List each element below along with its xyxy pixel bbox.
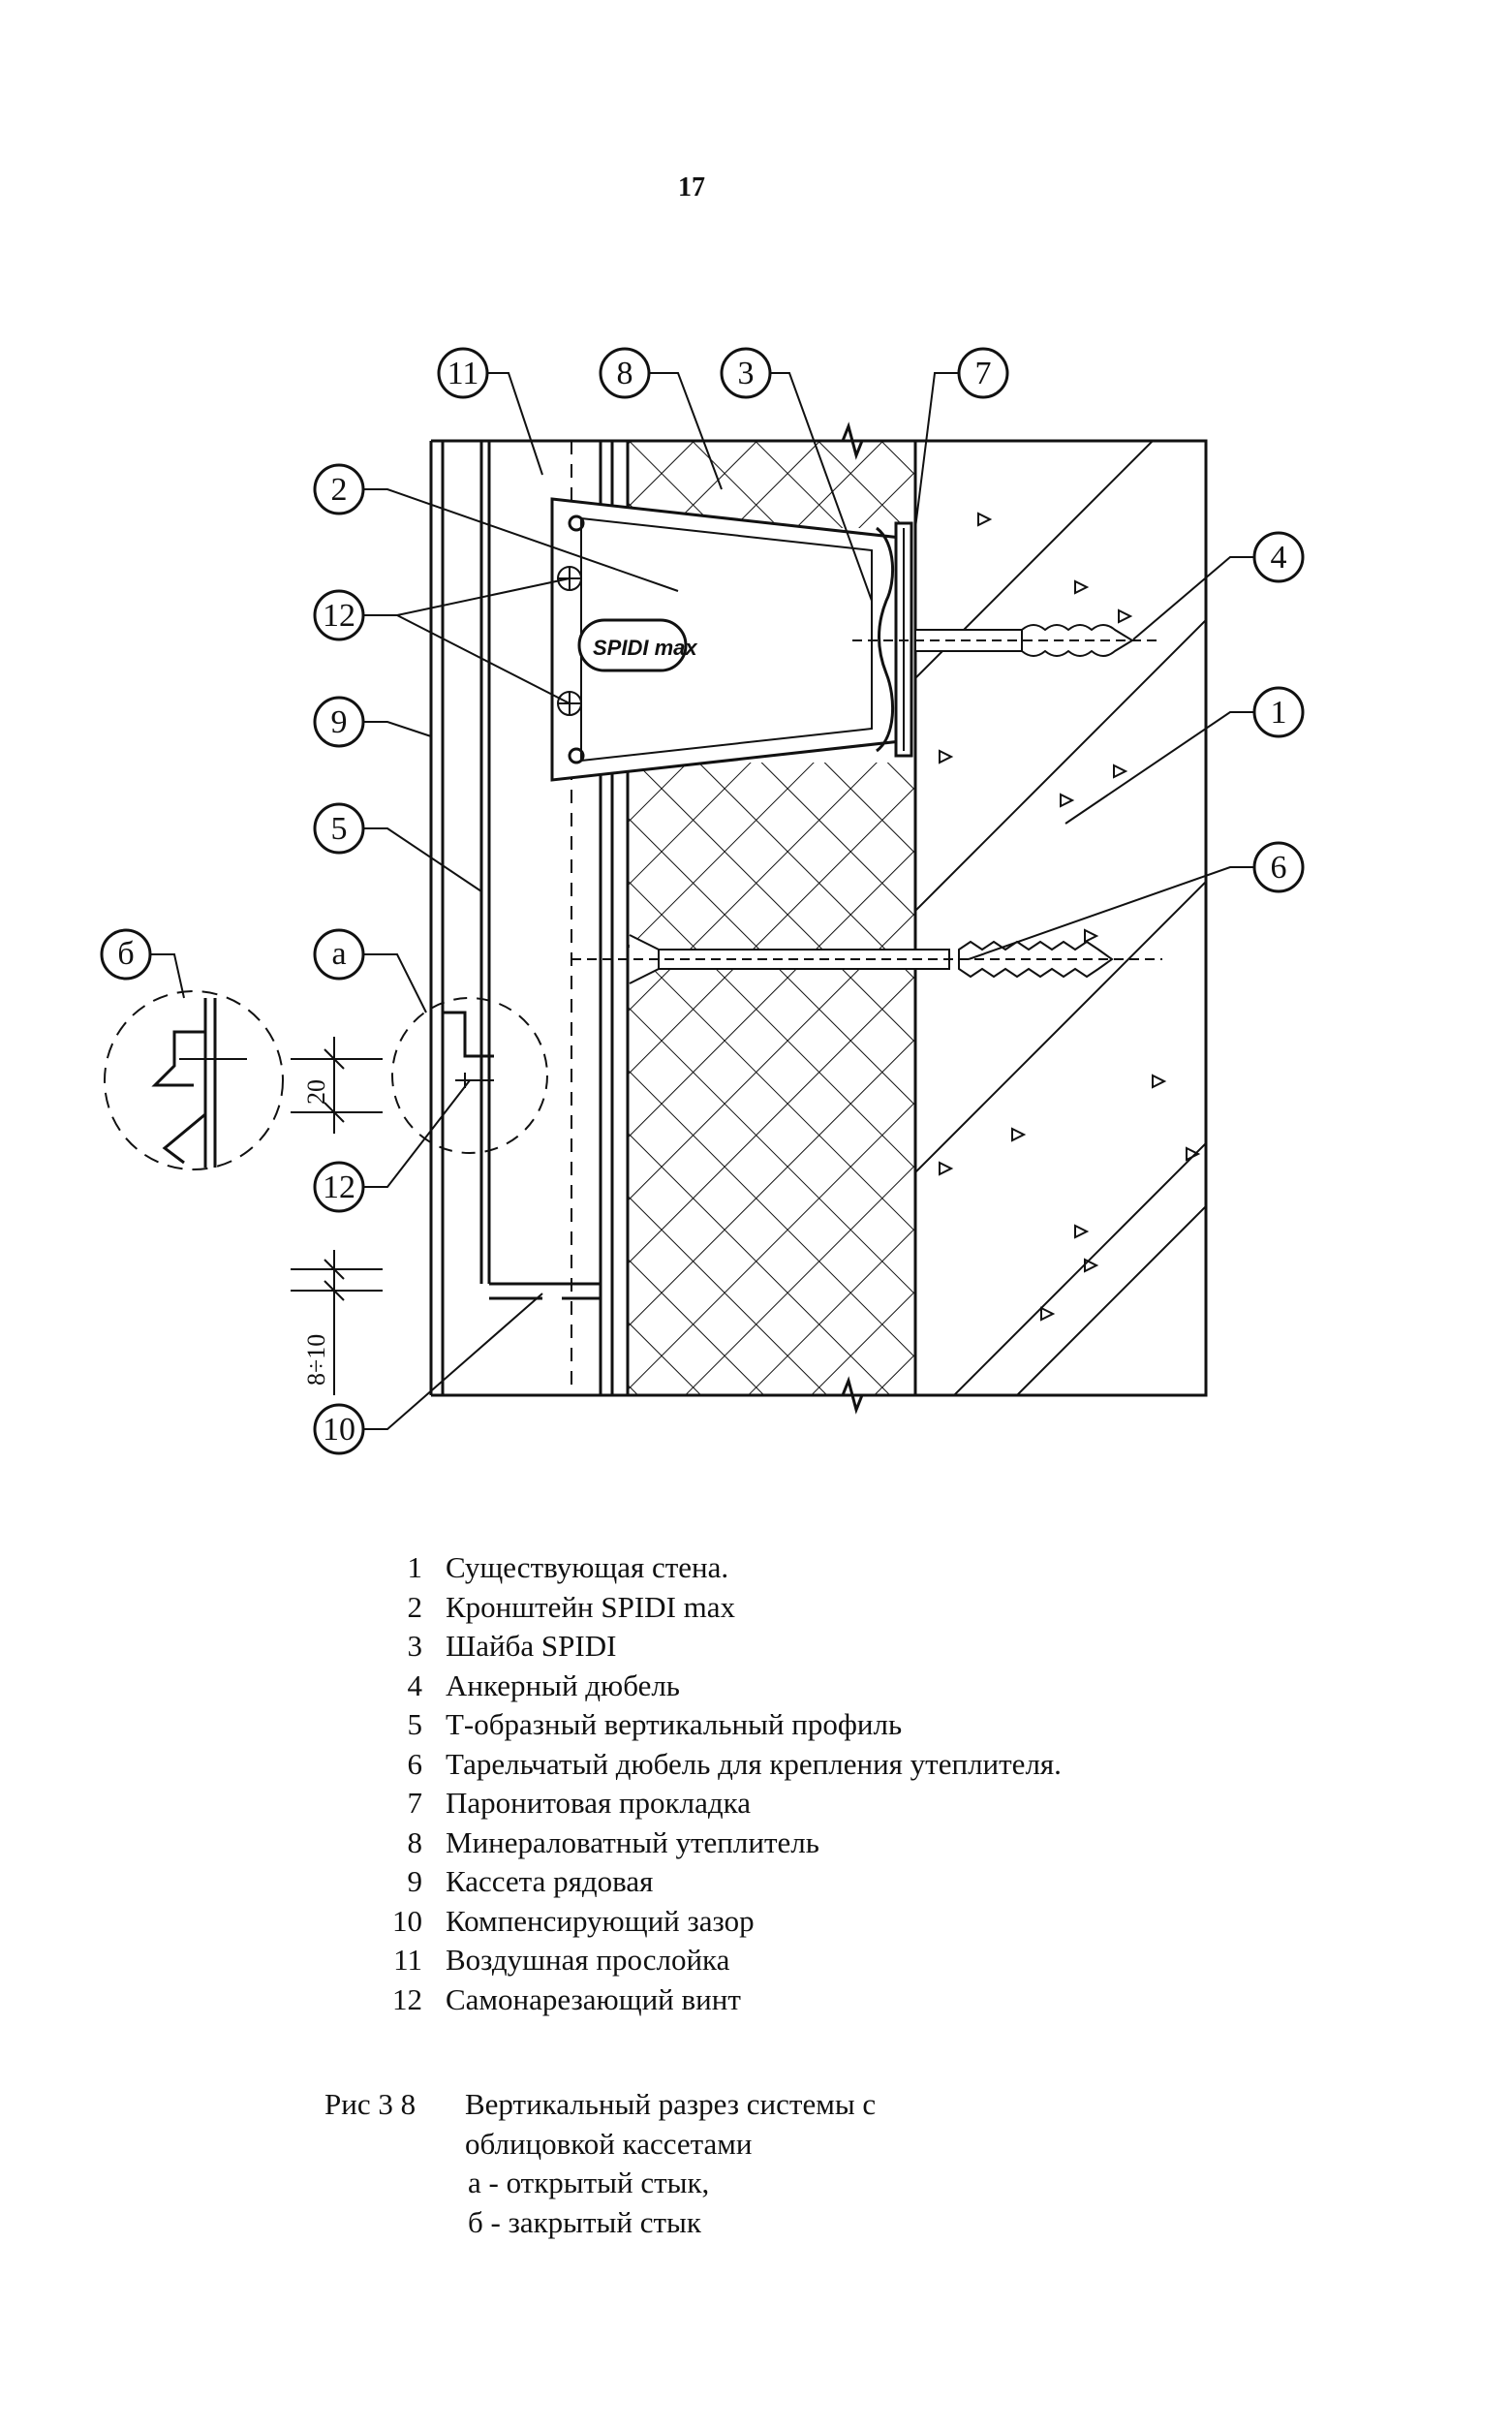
caption-line-2: облицовкой кассетами — [465, 2126, 753, 2161]
svg-text:11: 11 — [447, 356, 479, 391]
detail-b-joint — [151, 998, 247, 1168]
svg-text:9: 9 — [331, 704, 348, 740]
callout-4: 4 — [1252, 531, 1305, 583]
callout-a: а — [313, 928, 365, 981]
callout-9: 9 — [313, 696, 365, 748]
svg-text:10: 10 — [323, 1412, 355, 1448]
callout-b: б — [100, 928, 152, 981]
cassette-profile — [429, 441, 614, 1395]
callout-12-upper: 12 — [313, 589, 365, 641]
callout-7: 7 — [957, 347, 1009, 399]
self-tapping-screws — [557, 566, 582, 716]
svg-text:5: 5 — [331, 811, 348, 847]
callout-10: 10 — [313, 1403, 365, 1455]
svg-text:2: 2 — [331, 472, 348, 508]
plate-dowel — [571, 934, 1162, 984]
callout-12-lower: 12 — [313, 1161, 365, 1213]
detail-a-circle — [391, 997, 548, 1154]
anchor-dowel — [852, 624, 1162, 657]
page-number: 17 — [678, 172, 705, 203]
caption-line-3: а - открытый стык, — [468, 2166, 710, 2199]
callout-5: 5 — [313, 802, 365, 855]
caption-line-4: б - закрытый стык — [468, 2204, 701, 2239]
svg-text:б: б — [117, 936, 134, 972]
concrete-aggregate-marks — [939, 512, 1201, 1322]
dimension-20: 20 — [302, 1079, 330, 1105]
callout-2: 2 — [313, 463, 365, 515]
svg-text:12: 12 — [323, 598, 355, 634]
leader-lines — [150, 372, 1254, 1430]
svg-text:4: 4 — [1271, 540, 1287, 576]
svg-text:12: 12 — [323, 1169, 355, 1205]
bracket-brand-label: SPIDI max — [593, 636, 697, 660]
svg-text:а: а — [331, 936, 346, 972]
callout-8: 8 — [599, 347, 651, 399]
dimension-lines — [291, 1037, 383, 1395]
callout-6: 6 — [1252, 841, 1305, 893]
bracket-spidi-max — [550, 497, 903, 782]
svg-text:7: 7 — [975, 356, 992, 391]
callout-1: 1 — [1252, 686, 1305, 738]
svg-text:8: 8 — [617, 356, 633, 391]
svg-text:1: 1 — [1271, 695, 1287, 731]
figure-caption: Рис 3 8 Вертикальный разрез системы с об… — [324, 2085, 876, 2242]
caption-label: Рис 3 8 — [324, 2087, 417, 2121]
caption-line-1: Вертикальный разрез системы с — [465, 2087, 877, 2121]
frame-lines — [431, 421, 1206, 1415]
section-drawing: SPIDI max — [100, 347, 1305, 1455]
existing-wall — [915, 441, 1206, 1395]
callout-3: 3 — [720, 347, 772, 399]
svg-text:3: 3 — [738, 356, 755, 391]
detail-b-circle — [104, 990, 284, 1170]
dimension-8-10: 8÷10 — [302, 1334, 330, 1386]
svg-text:6: 6 — [1271, 850, 1287, 886]
callout-11: 11 — [437, 347, 489, 399]
